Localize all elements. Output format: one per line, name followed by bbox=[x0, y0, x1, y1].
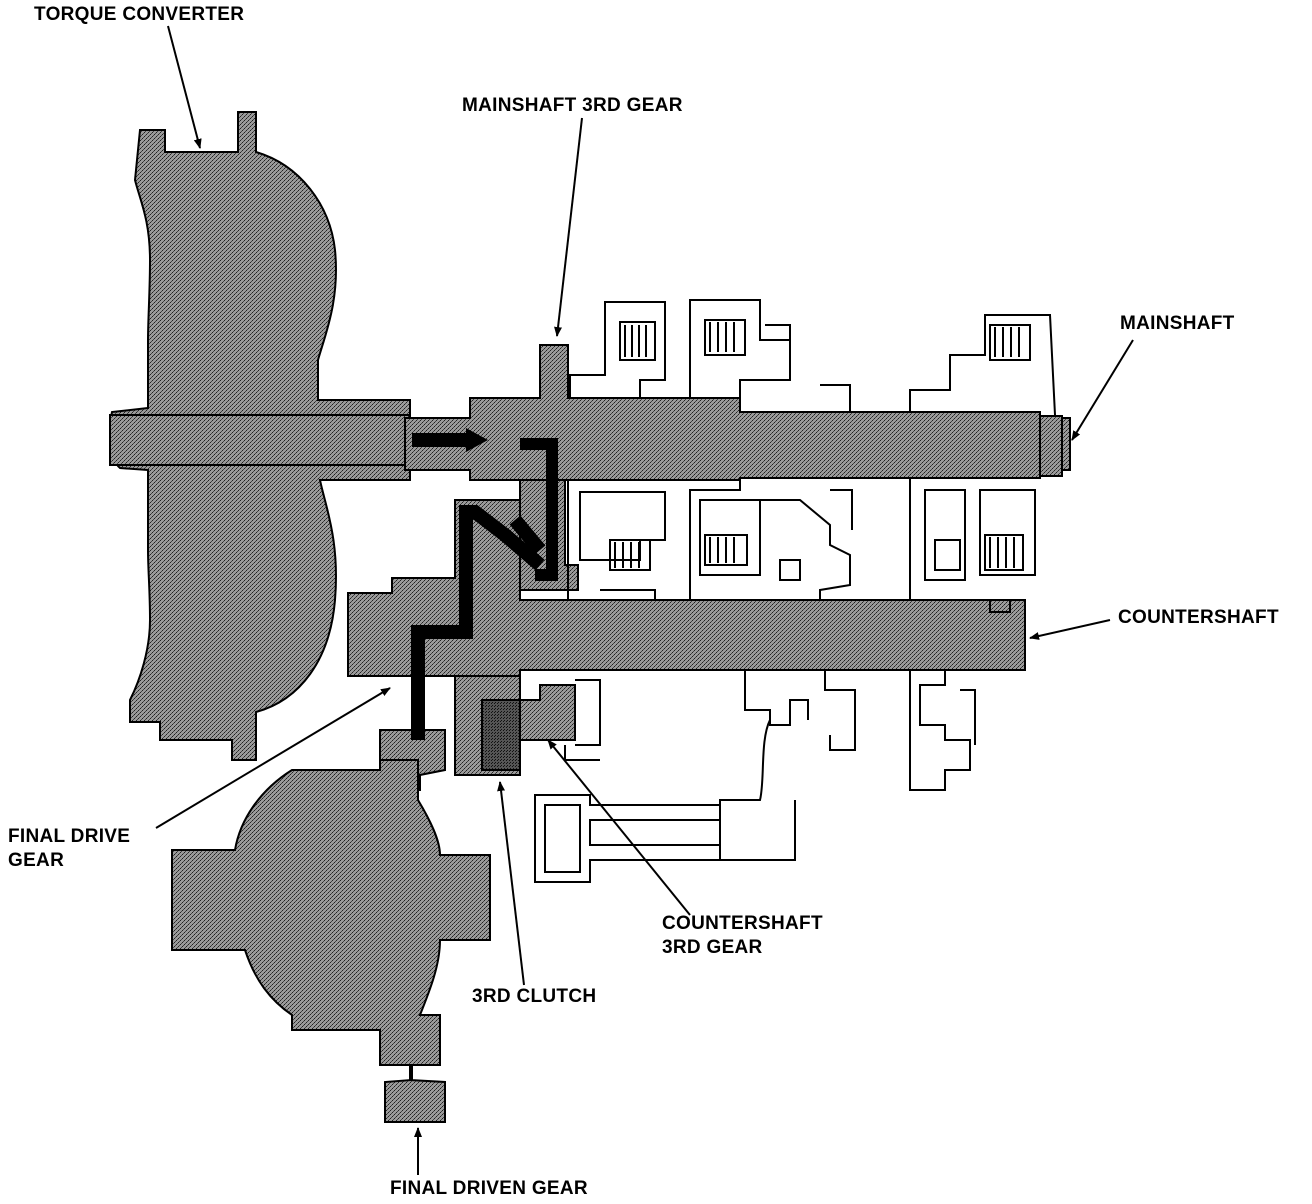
third-clutch-label: 3RD CLUTCH bbox=[472, 986, 597, 1007]
mainshaft-label: MAINSHAFT bbox=[1120, 313, 1235, 334]
callout-leader-lines bbox=[155, 25, 1134, 1175]
input-shaft bbox=[109, 414, 411, 466]
third-clutch-pack bbox=[481, 699, 521, 771]
countershaft-3rd-gear-label-line1: COUNTERSHAFT bbox=[662, 913, 823, 934]
final-driven-gear-label: FINAL DRIVEN GEAR bbox=[390, 1178, 588, 1199]
mainshaft-body bbox=[404, 344, 1071, 481]
countershaft-3rd-gear-label-line2: 3RD GEAR bbox=[662, 937, 763, 958]
differential-final-driven-gear bbox=[171, 759, 491, 1123]
power-flow-path bbox=[411, 428, 558, 740]
clutch-assemblies-outline bbox=[534, 299, 1056, 883]
mainshaft-end-nut bbox=[1039, 415, 1063, 477]
final-drive-gear-label-line1: FINAL DRIVE bbox=[8, 826, 131, 847]
countershaft-label: COUNTERSHAFT bbox=[1118, 607, 1279, 628]
torque-converter-label: TORQUE CONVERTER bbox=[34, 4, 245, 25]
final-drive-gear-label-line2: GEAR bbox=[8, 850, 65, 871]
mainshaft-3rd-gear-label: MAINSHAFT 3RD GEAR bbox=[462, 95, 683, 116]
countershaft-body bbox=[347, 499, 1026, 679]
